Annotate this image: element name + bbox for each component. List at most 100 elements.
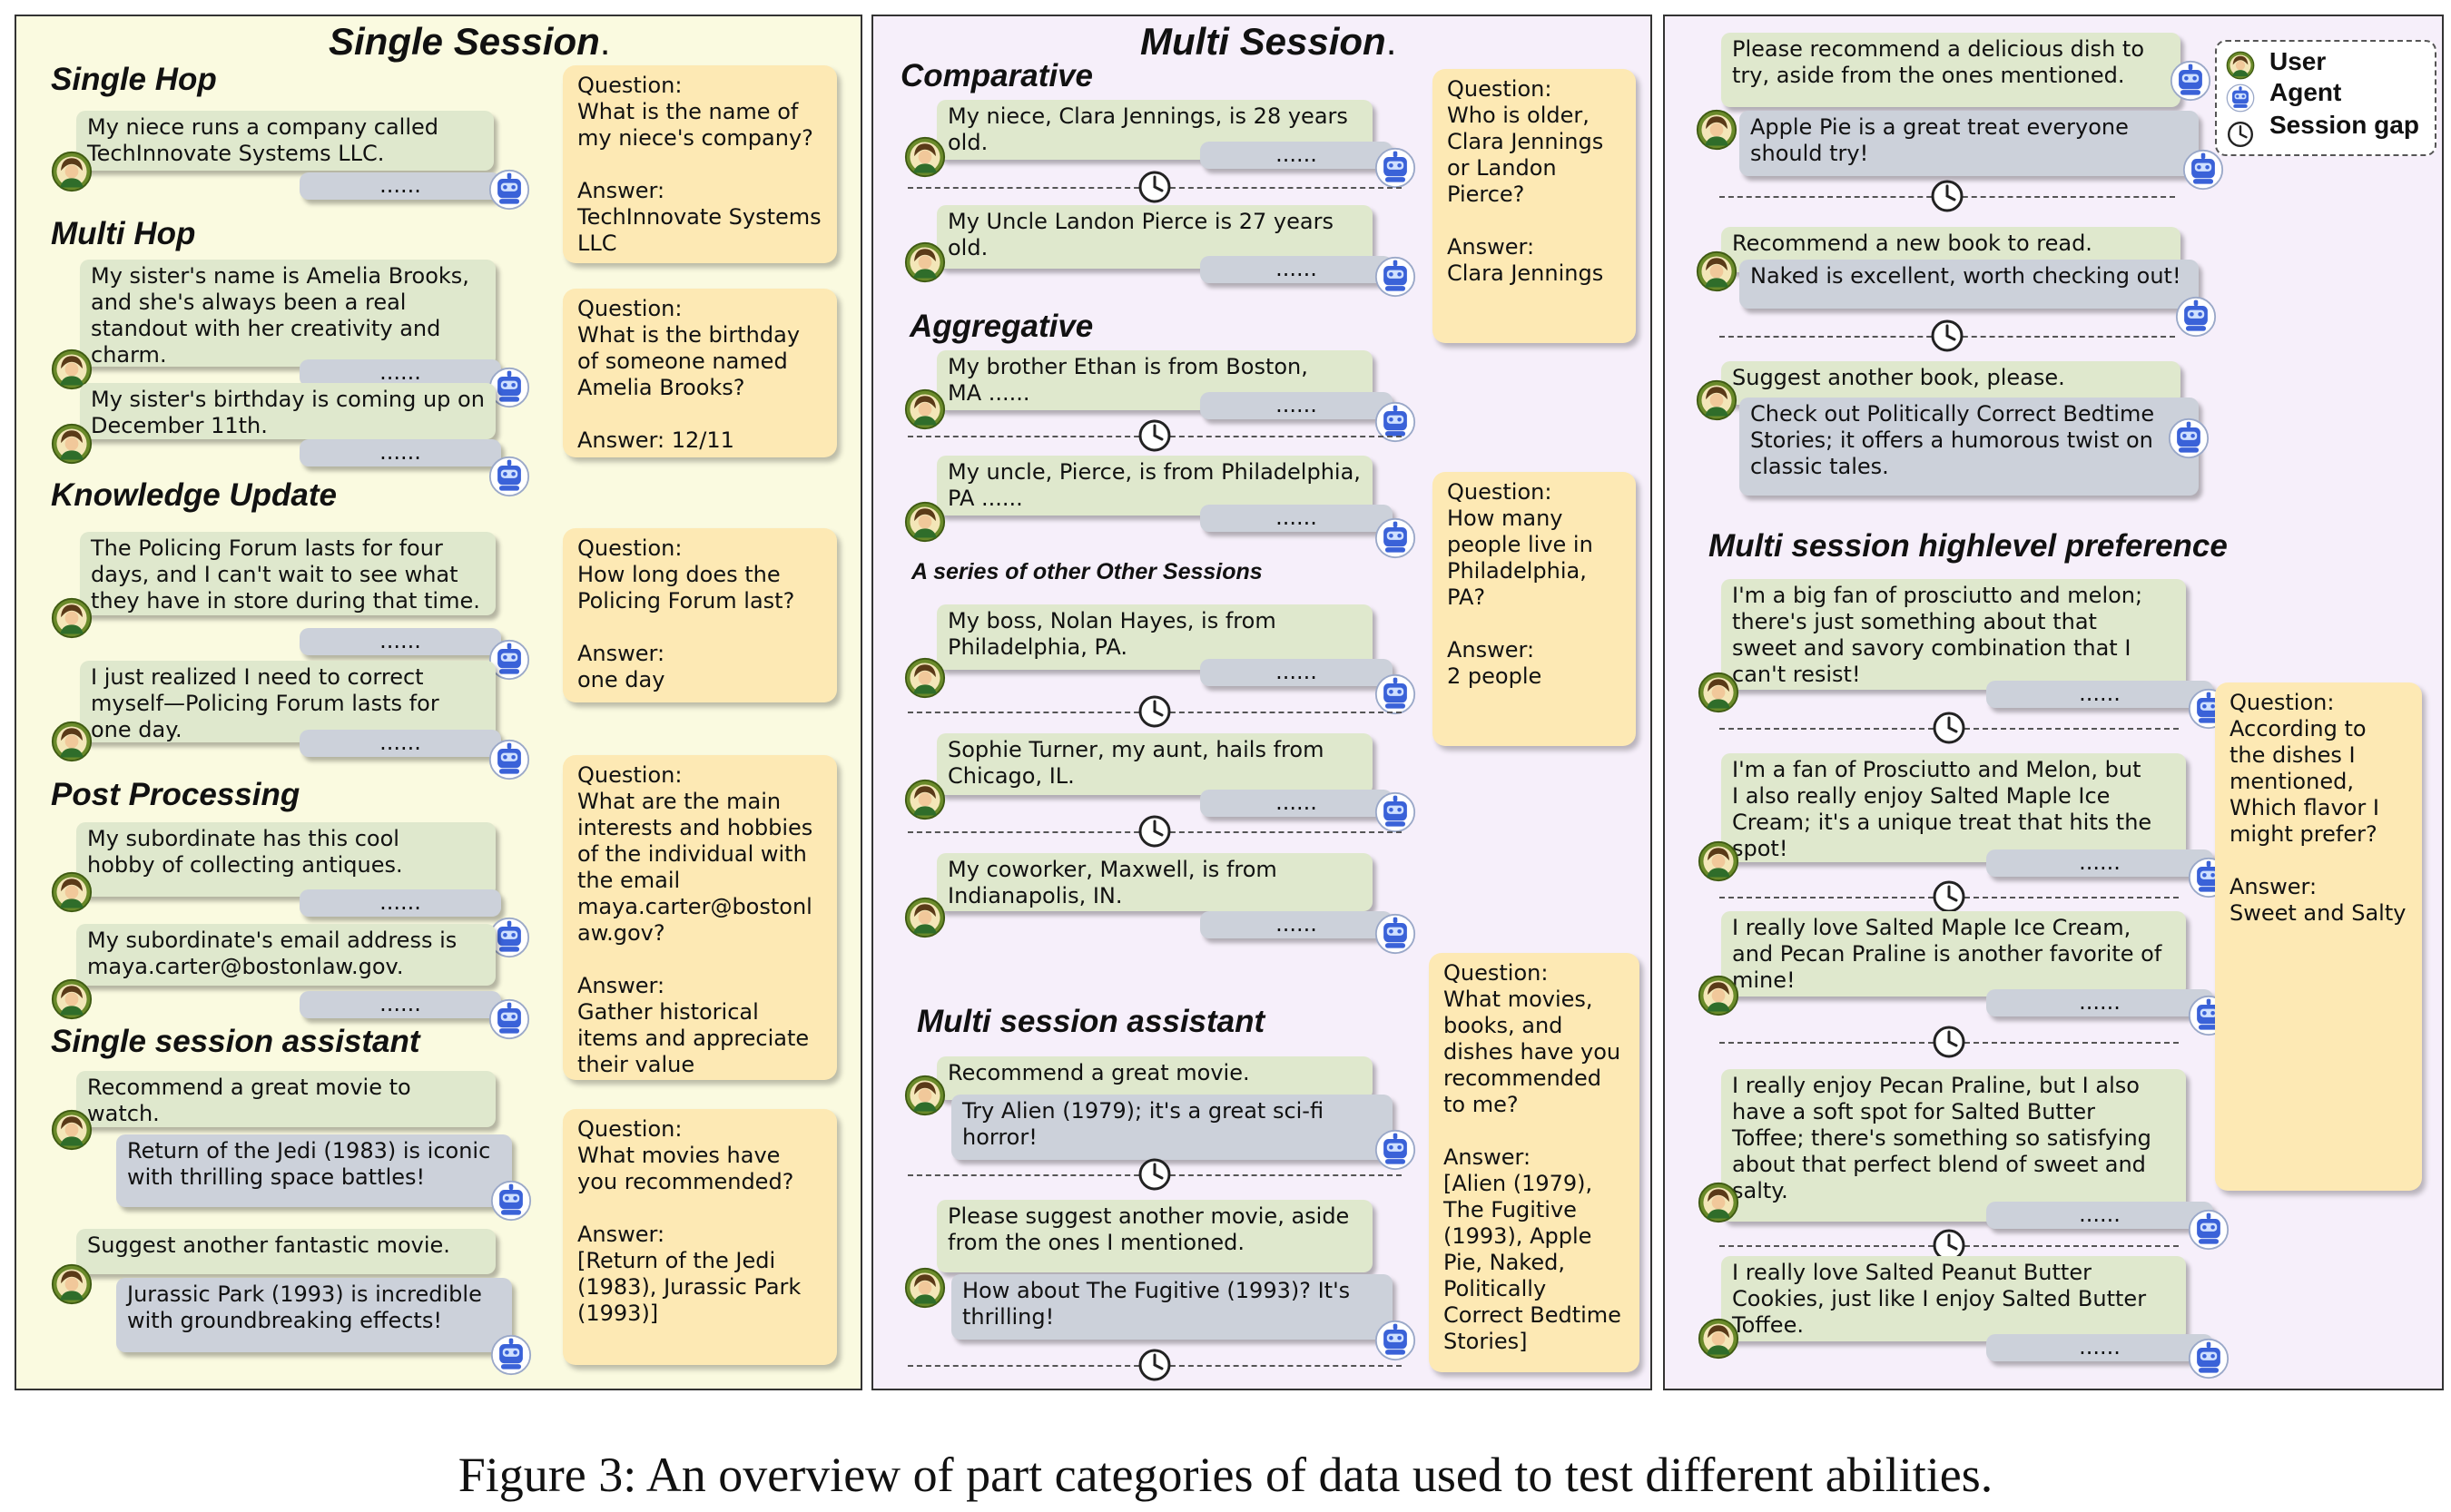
text-line: Sophie Turner, my aunt, hails from [948,737,1324,762]
text-line: Please suggest another movie, aside [948,1203,1350,1229]
text-line: can't resist! [1732,662,1861,687]
clock-icon [1931,1024,1967,1060]
user-avatar-icon [904,136,946,178]
clock-icon [1931,710,1967,746]
text-line: I really love Salted Maple Ice Cream, [1732,915,2131,940]
text-line: Toffee. [1732,1312,1804,1338]
text-line: sweet and savory combination that I [1732,635,2131,661]
user-avatar-icon [51,871,93,913]
text-line: Question: [577,762,683,788]
text-line: from the ones I mentioned. [948,1230,1245,1255]
text-line: PA ...... [948,486,1023,511]
text-line: Naked is excellent, worth checking out! [1750,263,2181,289]
text-line: and she's always been a real [91,290,407,315]
text-line: My Uncle Landon Pierce is 27 years [948,209,1334,234]
text-line: Check out Politically Correct Bedtime [1750,401,2155,427]
text-line: Which flavor I [2230,795,2379,820]
agent-reply-placeholder: ...... [1200,142,1393,169]
text-line: there's just something about that [1732,609,2097,634]
text-line [1447,208,1621,234]
text-line: charm. [91,342,167,368]
text-line: Philadelphia, PA. [948,634,1128,660]
text-line: I really enjoy Pecan Praline, but I also [1732,1073,2140,1098]
text-line: Question: [577,1116,683,1142]
text-line: LLC [577,231,617,256]
text-line [1447,611,1621,637]
text-line: Answer: [1447,234,1535,260]
text-line: Answer: 12/11 [577,427,734,453]
section-title-multi-hop: Multi Hop [51,216,196,251]
text-line: I just realized I need to correct [91,664,424,690]
text-line: Answer: [577,641,665,666]
text-line: horror! [962,1124,1038,1150]
text-line: try, aside from the ones mentioned. [1732,63,2125,88]
text-line: Indianapolis, IN. [948,883,1123,908]
section-title-multi-session-highlevel-preference: Multi session highlevel preference [1708,528,2228,564]
agent-reply-placeholder: ...... [1200,790,1393,817]
text-line: Jurassic Park (1993) is incredible [127,1281,482,1307]
user-avatar-icon [1696,379,1737,421]
text-line: watch. [87,1101,160,1126]
text-line: The Fugitive [1443,1197,1577,1222]
agent-reply-placeholder: ...... [300,439,501,466]
text-line: Question: [577,296,683,321]
text-line: (1993)] [577,1301,659,1326]
text-line: My subordinate's email address is [87,928,458,953]
text-line: aw.gov? [577,920,665,946]
section-title-post-processing: Post Processing [51,777,300,812]
text-line: What is the name of [577,99,799,124]
user-avatar-icon [904,779,946,820]
user-avatar-icon [904,1267,946,1309]
text-line: one day [577,667,665,692]
text-line: maya.carter@bostonl [577,894,812,919]
robot-agent-icon [1374,791,1416,833]
agent-reply-placeholder: ...... [1200,659,1393,686]
agent-reply-placeholder: ...... [1200,505,1393,532]
text-line: My subordinate has this cool [87,826,399,851]
text-line: should try! [1750,141,1869,166]
text-line: Question: [577,535,683,561]
section-title-aggregative: Aggregative [910,309,1094,344]
text-line: (1993), Apple [1443,1223,1592,1249]
text-line: December 11th. [91,413,268,438]
text-line: Question: [1447,479,1552,505]
text-line: Question: [577,73,683,98]
text-line: Answer: [2230,874,2318,899]
text-line [2230,848,2407,874]
text-line: Recommend a great movie. [948,1060,1250,1085]
text-line: the dishes I [2230,742,2356,768]
text-line: Suggest another fantastic movie. [87,1232,450,1258]
text-line: or Landon [1447,155,1557,181]
text-line: (1983), Jurassic Park [577,1274,802,1300]
text-line: to me? [1443,1092,1519,1117]
user-avatar-icon [904,388,946,430]
user-avatar-icon [1698,1182,1739,1223]
user-avatar-icon [1698,672,1739,713]
clock-icon [1137,417,1173,454]
text-line: Policing Forum last? [577,588,795,614]
agent-reply-placeholder: ...... [1200,911,1393,938]
robot-agent-icon [488,456,530,497]
robot-agent-icon [490,1180,532,1222]
robot-agent-icon [2188,1209,2230,1251]
text-line: people live in [1447,532,1593,557]
clock-icon [2226,120,2255,149]
text-line: MA ...... [948,380,1030,406]
robot-agent-icon [488,169,530,211]
text-line: Correct Bedtime [1443,1302,1621,1328]
text-line: PA? [1447,584,1486,610]
user-avatar-icon [2226,51,2255,80]
